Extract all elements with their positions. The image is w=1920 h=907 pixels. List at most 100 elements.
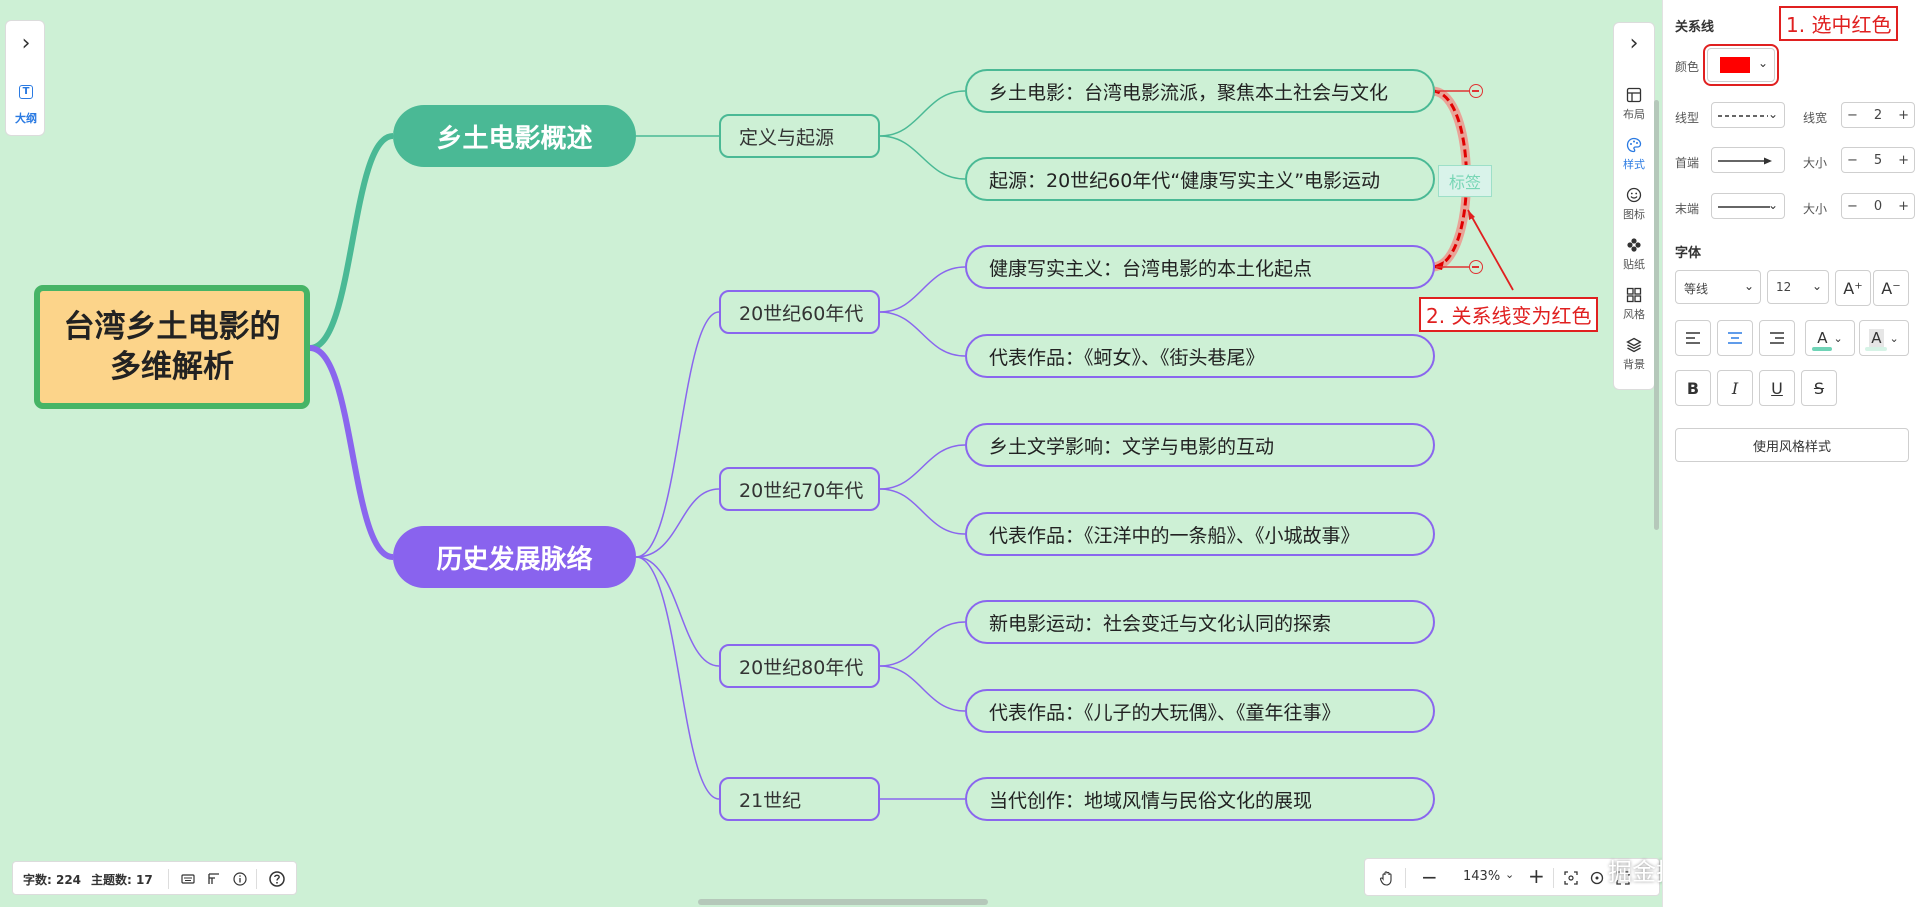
- increment-button[interactable]: +: [1898, 198, 1909, 214]
- fullscreen-icon[interactable]: [1615, 870, 1631, 886]
- minimap-icon[interactable]: [207, 872, 221, 886]
- font-size-select[interactable]: 12 ⌄: [1767, 270, 1829, 304]
- section-font: 字体: [1675, 246, 1702, 261]
- link-def-leaf2: [879, 135, 966, 180]
- link-branch2-21c: [635, 556, 720, 800]
- toolbar-icon[interactable]: 图标: [1614, 187, 1654, 222]
- color-picker[interactable]: ⌄: [1703, 44, 1779, 86]
- outline-toggle-panel[interactable]: › T 大纲: [5, 20, 45, 136]
- outline-icon[interactable]: T: [19, 85, 33, 99]
- chevron-down-icon: ⌄: [1767, 107, 1778, 121]
- leaf-topic[interactable]: 当代创作：地域风情与民俗文化的展现: [965, 777, 1435, 821]
- subtopic-1960s[interactable]: 20世纪60年代: [719, 290, 880, 334]
- align-right-button[interactable]: [1759, 320, 1795, 356]
- relation-handle-end[interactable]: [1469, 260, 1483, 274]
- grid-icon: [1626, 287, 1642, 303]
- increment-button[interactable]: +: [1898, 152, 1909, 168]
- vertical-scrollbar[interactable]: [1654, 100, 1659, 530]
- align-center-button[interactable]: [1717, 320, 1753, 356]
- leaf-topic[interactable]: 乡土电影：台湾电影流派，聚焦本土社会与文化: [965, 69, 1435, 113]
- status-bar: 字数: 224 主题数: 17: [12, 861, 297, 895]
- toolbar-style[interactable]: 样式: [1614, 137, 1654, 172]
- toolbar-theme[interactable]: 风格: [1614, 287, 1654, 322]
- relation-tag-label[interactable]: 标签: [1438, 165, 1492, 197]
- leaf-topic[interactable]: 代表作品：《蚵女》、《街头巷尾》: [965, 334, 1435, 378]
- end-arrow-label: 末端: [1675, 202, 1700, 216]
- line-type-select[interactable]: ⌄: [1711, 102, 1785, 128]
- subtopic-1980s[interactable]: 20世纪80年代: [719, 644, 880, 688]
- leaf-topic[interactable]: 起源：20世纪60年代“健康写实主义”电影运动: [965, 157, 1435, 201]
- locate-icon[interactable]: [1589, 870, 1605, 886]
- subtopic-21st-century[interactable]: 21世纪: [719, 777, 880, 821]
- align-center-icon: [1728, 332, 1742, 344]
- toolbar-sticker[interactable]: 贴纸: [1614, 237, 1654, 272]
- leaf-topic[interactable]: 乡土文学影响：文学与电影的互动: [965, 423, 1435, 467]
- decrement-button[interactable]: −: [1847, 152, 1858, 168]
- link-root-branch2: [309, 345, 394, 560]
- horizontal-scrollbar[interactable]: [698, 899, 988, 905]
- decrease-font-button[interactable]: A⁻: [1873, 270, 1909, 306]
- dashed-line-icon: [1718, 115, 1768, 117]
- apply-theme-style-button[interactable]: 使用风格样式: [1675, 428, 1909, 462]
- font-color-icon: A: [1812, 329, 1833, 351]
- font-family-select[interactable]: 等线 ⌄: [1675, 270, 1761, 304]
- link-root-branch1: [309, 133, 394, 351]
- side-toolbar: › 布局 样式 图标 贴纸 风格 背景: [1613, 22, 1655, 390]
- outline-label[interactable]: 大纲: [15, 112, 37, 125]
- line-width-stepper[interactable]: − 2 +: [1841, 102, 1915, 128]
- relation-handle-start[interactable]: [1469, 84, 1483, 98]
- chevron-down-icon[interactable]: ⌄: [1505, 868, 1515, 881]
- zoom-in-button[interactable]: +: [1528, 864, 1545, 888]
- start-size-stepper[interactable]: − 5 +: [1841, 147, 1915, 173]
- text-background-picker[interactable]: A ⌄: [1859, 320, 1909, 356]
- subtopic-1970s[interactable]: 20世纪70年代: [719, 467, 880, 511]
- toolbar-background[interactable]: 背景: [1614, 337, 1654, 372]
- font-color-picker[interactable]: A ⌄: [1805, 320, 1855, 356]
- chevron-right-icon[interactable]: ›: [21, 31, 31, 56]
- bold-button[interactable]: B: [1675, 370, 1711, 406]
- increment-button[interactable]: +: [1898, 107, 1909, 123]
- zoom-level[interactable]: 143%: [1463, 869, 1501, 884]
- subtopic-definition[interactable]: 定义与起源: [719, 114, 880, 158]
- annotation-arrow-2: [1467, 209, 1514, 291]
- leaf-topic[interactable]: 新电影运动：社会变迁与文化认同的探索: [965, 600, 1435, 644]
- color-swatch: [1720, 57, 1750, 73]
- italic-button[interactable]: I: [1717, 370, 1753, 406]
- highlight-icon: A: [1865, 329, 1888, 351]
- leaf-topic[interactable]: 代表作品：《汪洋中的一条船》、《小城故事》: [965, 512, 1435, 556]
- increase-font-button[interactable]: A⁺: [1835, 270, 1871, 306]
- chevron-down-icon: ⌄: [1811, 279, 1822, 293]
- word-count: 字数: 224: [23, 873, 82, 887]
- fit-screen-icon[interactable]: [1563, 870, 1579, 886]
- chevron-down-icon: ⌄: [1833, 331, 1843, 345]
- keyboard-icon[interactable]: [181, 872, 195, 886]
- end-arrow-select[interactable]: ⌄: [1711, 193, 1785, 219]
- toolbar-layout[interactable]: 布局: [1614, 87, 1654, 122]
- strikethrough-button[interactable]: S: [1801, 370, 1837, 406]
- branch-topic-overview[interactable]: 乡土电影概述: [393, 105, 636, 167]
- decrement-button[interactable]: −: [1847, 198, 1858, 214]
- underline-button[interactable]: U: [1759, 370, 1795, 406]
- start-arrow-select[interactable]: [1711, 147, 1785, 173]
- leaf-topic[interactable]: 代表作品：《儿子的大玩偶》、《童年往事》: [965, 689, 1435, 733]
- hand-icon[interactable]: [1379, 870, 1395, 886]
- property-panel: 关系线 1. 选中红色 颜色 ⌄ 线型 ⌄ 线宽 − 2 + 首端 大小 − 5…: [1662, 0, 1920, 907]
- topic-count: 主题数: 17: [91, 873, 153, 887]
- link-branch2-60s: [635, 311, 720, 558]
- info-icon[interactable]: [233, 872, 247, 886]
- branch-topic-history[interactable]: 历史发展脉络: [393, 526, 636, 588]
- annotation-step2: 2. 关系线变为红色: [1419, 297, 1599, 332]
- link-branch2-80s: [635, 556, 720, 667]
- chevron-right-icon[interactable]: ›: [1629, 31, 1639, 56]
- decrement-button[interactable]: −: [1847, 107, 1858, 123]
- color-label: 颜色: [1675, 60, 1700, 74]
- leaf-topic[interactable]: 健康写实主义：台湾电影的本土化起点: [965, 245, 1435, 289]
- smiley-icon: [1626, 187, 1642, 203]
- end-size-stepper[interactable]: − 0 +: [1841, 193, 1915, 219]
- chevron-down-icon: ⌄: [1743, 279, 1754, 293]
- help-icon[interactable]: [269, 871, 285, 887]
- root-topic[interactable]: 台湾乡土电影的多维解析: [34, 285, 310, 409]
- zoom-out-button[interactable]: −: [1421, 865, 1438, 889]
- align-left-button[interactable]: [1675, 320, 1711, 356]
